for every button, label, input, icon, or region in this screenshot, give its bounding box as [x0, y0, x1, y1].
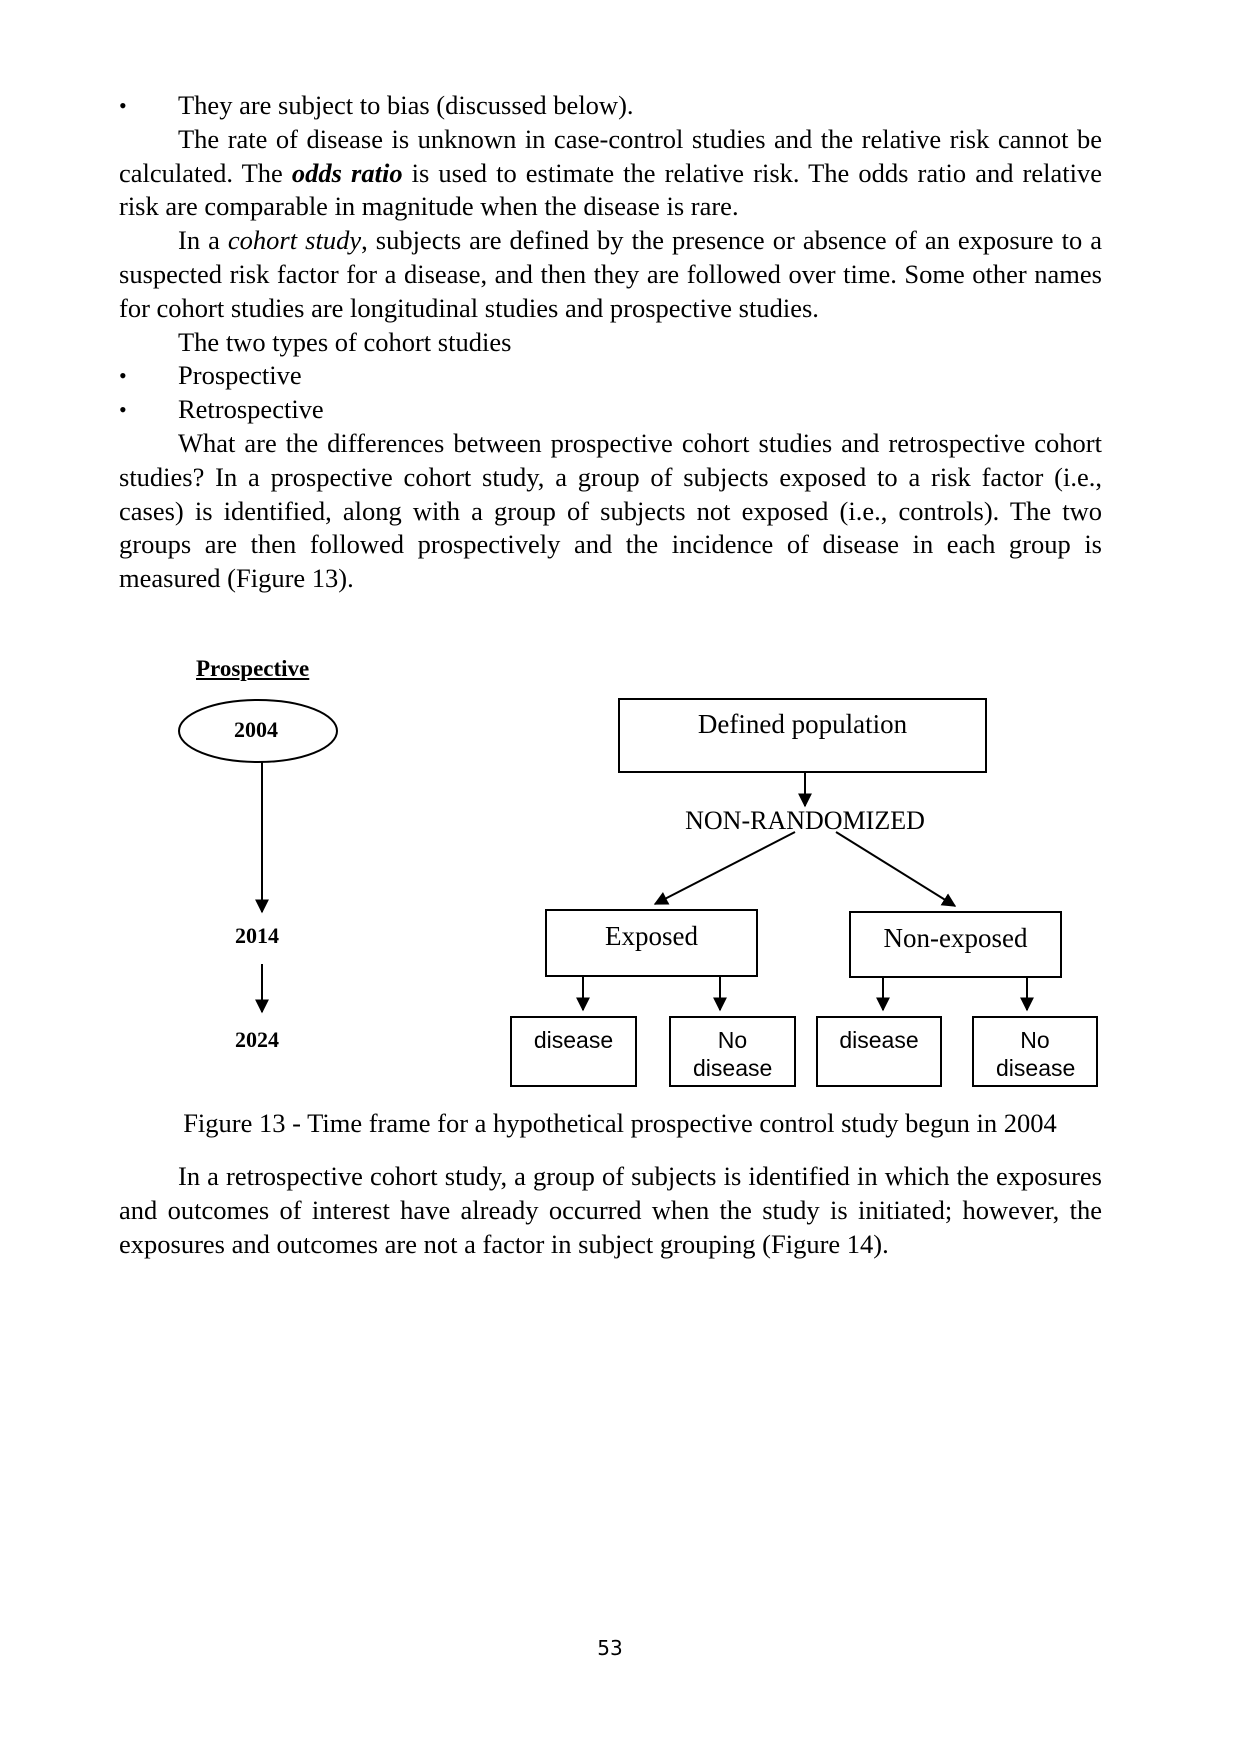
- timeline-title: Prospective: [196, 656, 310, 681]
- bullet-item-retrospective: Retrospective: [119, 393, 1102, 427]
- bullet-item-bias: They are subject to bias (discussed belo…: [119, 89, 1102, 123]
- paragraph-retrospective: In a retrospective cohort study, a group…: [119, 1161, 1102, 1259]
- figure-13-caption: Figure 13 - Time frame for a hypothetica…: [183, 1108, 1057, 1138]
- non-exposed-branch-arrow: [835, 831, 957, 907]
- year-2014: 2014: [235, 923, 279, 948]
- odds-ratio-term: odds ratio: [291, 157, 403, 188]
- year-2004: 2004: [234, 717, 278, 742]
- exposed-branch-arrow: [653, 831, 796, 905]
- types-intro: The two types of cohort studies: [178, 326, 512, 357]
- cohort-study-term: cohort study: [227, 225, 362, 256]
- outcome-no-disease-exposed: No disease: [669, 1016, 796, 1087]
- body-text-top: They are subject to bias (discussed belo…: [119, 89, 1102, 596]
- outcome-no-disease-non-exposed: No disease: [972, 1016, 1098, 1087]
- year-2024: 2024: [235, 1027, 279, 1052]
- paragraph-cohort-study: In a cohort study, subjects are defined …: [119, 225, 1103, 323]
- non-exposed-box: Non-exposed: [849, 911, 1062, 978]
- exposed-box: Exposed: [545, 909, 758, 977]
- body-text-bottom: In a retrospective cohort study, a group…: [119, 1160, 1102, 1261]
- outcome-disease-non-exposed: disease: [816, 1016, 942, 1087]
- paragraph-odds-ratio: The rate of disease is unknown in case-c…: [119, 123, 1102, 222]
- paragraph-differences: What are the differences between prospec…: [119, 427, 1102, 594]
- defined-population-box: Defined population: [618, 698, 987, 773]
- year-2004-ellipse: [178, 699, 338, 763]
- outcome-disease-exposed: disease: [510, 1016, 637, 1087]
- bullet-item-prospective: Prospective: [119, 359, 1102, 393]
- page-number: 53: [597, 1636, 623, 1660]
- non-randomized-label: NON-RANDOMIZED: [685, 806, 925, 835]
